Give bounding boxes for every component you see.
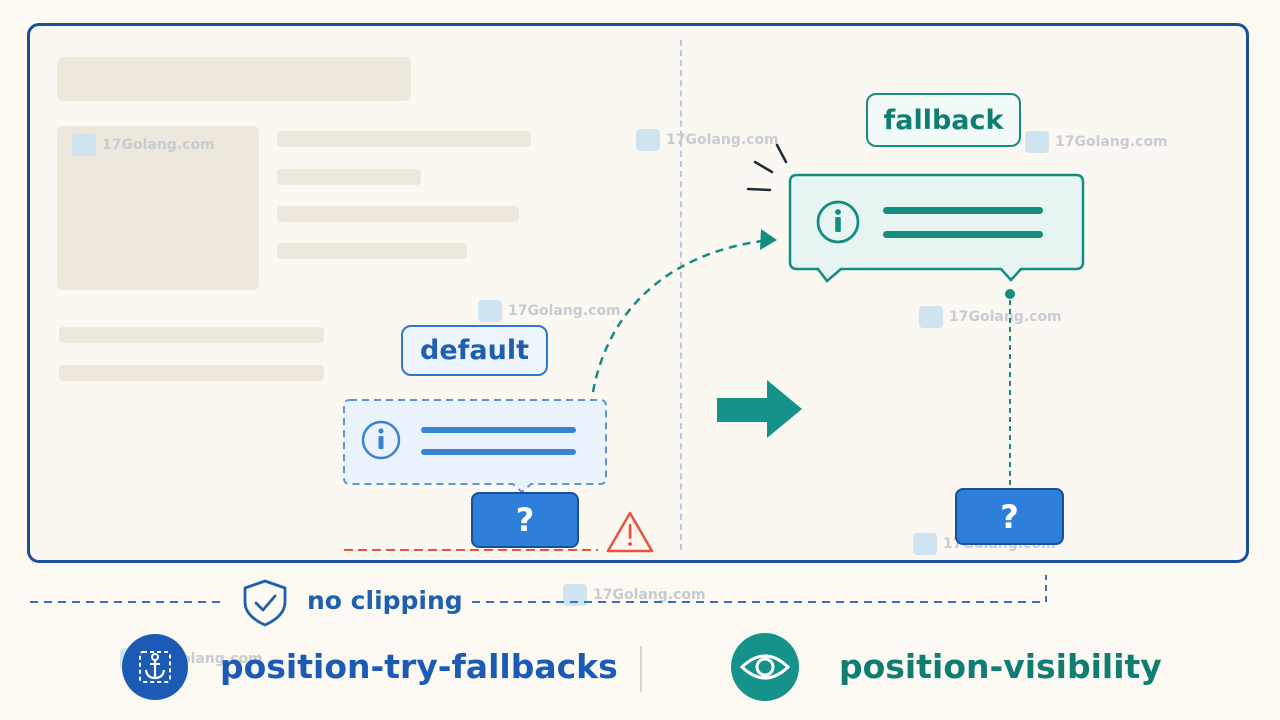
anchor-icon — [122, 634, 188, 700]
tooltip-text-line — [883, 231, 1043, 238]
eye-icon — [731, 633, 799, 701]
default-tag: default — [401, 325, 548, 376]
info-icon — [361, 420, 401, 460]
skeleton-line — [277, 131, 531, 147]
skeleton-line — [277, 169, 421, 185]
tooltip-text-line — [883, 207, 1043, 214]
watermark: 17Golang.com — [563, 584, 706, 606]
fallback-curve-arrow — [591, 238, 771, 393]
fallback-tag: fallback — [866, 93, 1021, 147]
skeleton-line — [277, 206, 519, 222]
anchor-dot — [1005, 289, 1015, 299]
skeleton-line — [277, 243, 467, 259]
skeleton-line — [59, 365, 324, 381]
center-divider — [680, 40, 682, 550]
shield-check-icon — [243, 579, 287, 627]
sparkle-lines — [746, 143, 788, 192]
tooltip-text-line — [421, 449, 576, 455]
watermark: 17Golang.com — [72, 134, 215, 156]
watermark: 17Golang.com — [478, 300, 621, 322]
anchor-button-fallback[interactable]: ? — [955, 488, 1064, 545]
info-icon — [816, 200, 860, 244]
arrowhead — [760, 229, 777, 250]
no-clipping-label: no clipping — [307, 586, 463, 615]
viewport-frame — [27, 23, 1249, 563]
anchor-button-default[interactable]: ? — [471, 492, 579, 548]
default-tooltip — [343, 399, 607, 494]
warning-icon — [606, 511, 654, 553]
position-visibility-label: position-visibility — [839, 647, 1162, 686]
watermark: 17Golang.com — [1025, 131, 1168, 153]
skeleton-header-bar — [57, 57, 411, 101]
position-try-fallbacks-label: position-try-fallbacks — [220, 647, 618, 686]
fallback-tooltip — [788, 173, 1085, 283]
tooltip-text-line — [421, 427, 576, 433]
arrow-right-icon — [717, 380, 802, 438]
skeleton-line — [59, 327, 324, 343]
watermark: 17Golang.com — [919, 306, 1062, 328]
watermark: 17Golang.com — [636, 129, 779, 151]
